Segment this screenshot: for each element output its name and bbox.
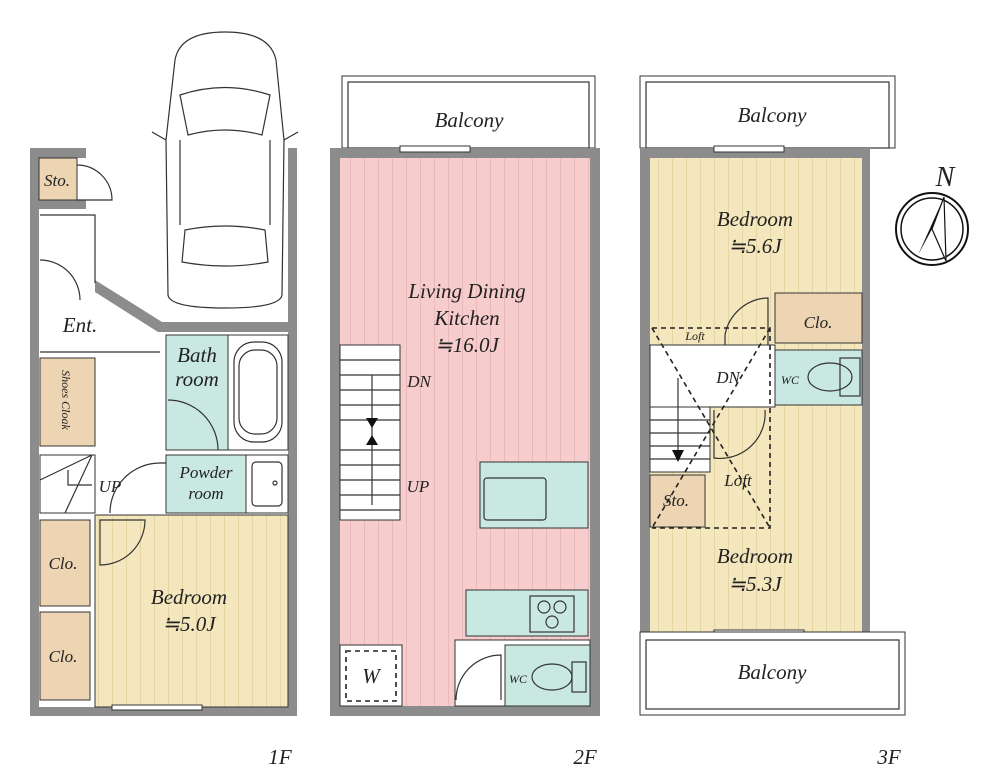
balcony-bottom bbox=[639, 631, 906, 716]
powder-label: Powder bbox=[179, 463, 233, 482]
bedroom-size: ≒5.0J bbox=[162, 612, 217, 636]
floor-1f: Sto. Ent. Shoes Cloak Bath room Powder r… bbox=[30, 31, 299, 769]
ldk-label-2: Kitchen bbox=[433, 306, 499, 330]
bath-label-2: room bbox=[175, 367, 219, 391]
balcony bbox=[341, 75, 596, 149]
stairs bbox=[649, 406, 711, 473]
powder-label-2: room bbox=[188, 484, 223, 503]
bedroom-size: ≒5.6J bbox=[728, 234, 783, 258]
ldk-size: ≒16.0J bbox=[435, 333, 500, 357]
balcony-label: Balcony bbox=[738, 103, 807, 127]
washer-label: W bbox=[362, 664, 382, 688]
stairs-down-label: DN bbox=[406, 372, 432, 391]
floor-label: 1F bbox=[268, 745, 292, 769]
closet-label: Clo. bbox=[49, 554, 78, 573]
balcony-label: Balcony bbox=[738, 660, 807, 684]
car-icon bbox=[151, 31, 299, 309]
wc-label: WC bbox=[781, 373, 800, 387]
floor-3f: Balcony Bedroom ≒5.6J Clo. WC Loft DN Lo… bbox=[639, 75, 906, 769]
storage-label: Sto. bbox=[44, 171, 70, 190]
floor-2f: Balcony Living Dining Kitchen ≒16.0J DN … bbox=[330, 75, 600, 769]
balcony-top bbox=[639, 75, 896, 149]
stairs bbox=[339, 344, 401, 521]
ldk-label: Living Dining bbox=[407, 279, 525, 303]
bedroom-label: Bedroom bbox=[151, 585, 227, 609]
balcony-label: Balcony bbox=[435, 108, 504, 132]
floor-label: 3F bbox=[876, 745, 901, 769]
storage-room bbox=[38, 157, 78, 201]
loft-label: Loft bbox=[723, 471, 753, 490]
bedroom-size: ≒5.3J bbox=[728, 572, 783, 596]
kitchen-counter bbox=[465, 589, 589, 637]
stairs-up-label: UP bbox=[407, 477, 430, 496]
shoes-cloak-label: Shoes Cloak bbox=[59, 370, 73, 430]
wc-label: WC bbox=[509, 672, 528, 686]
stairs-up-label: UP bbox=[99, 477, 122, 496]
bath-room bbox=[165, 334, 229, 451]
floor-label: 2F bbox=[573, 745, 597, 769]
bedroom-label: Bedroom bbox=[717, 207, 793, 231]
closet-3f bbox=[774, 292, 863, 344]
wc-2f bbox=[504, 644, 591, 707]
kitchen-island bbox=[479, 461, 589, 529]
stairs-down-label: DN bbox=[715, 368, 741, 387]
north-label: N bbox=[935, 162, 956, 193]
bedroom-1f bbox=[94, 514, 289, 708]
loft-label: Loft bbox=[684, 329, 705, 343]
washer-space bbox=[345, 650, 397, 702]
storage-label: Sto. bbox=[663, 491, 689, 510]
closet-label: Clo. bbox=[804, 313, 833, 332]
bedroom-label: Bedroom bbox=[717, 544, 793, 568]
entrance-label: Ent. bbox=[62, 313, 97, 337]
shoes-cloak bbox=[39, 357, 96, 447]
compass-icon: N bbox=[895, 162, 969, 266]
bath-label: Bath bbox=[177, 343, 217, 367]
closet-label: Clo. bbox=[49, 647, 78, 666]
powder-room bbox=[165, 454, 247, 514]
